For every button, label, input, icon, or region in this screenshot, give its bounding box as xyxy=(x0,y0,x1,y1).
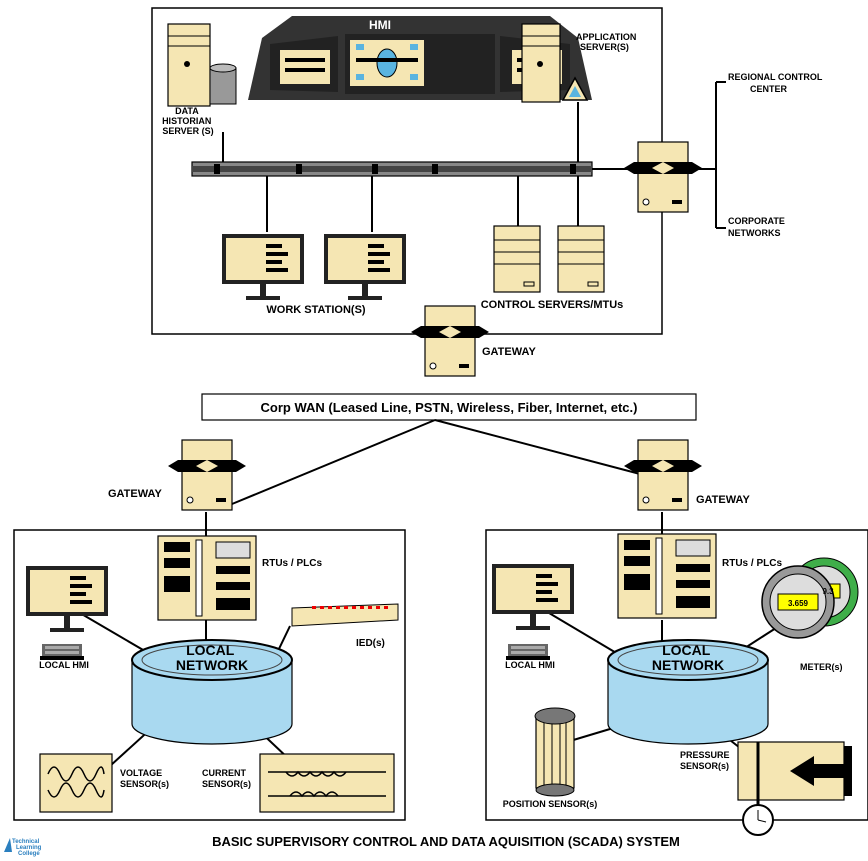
left-rtu-icon xyxy=(157,535,257,621)
workstation-monitor xyxy=(324,234,406,300)
meter-label: METER(s) xyxy=(800,662,843,672)
main-gateway-label: GATEWAY xyxy=(482,346,536,358)
application-server-label: APPLICATION SERVER(S) xyxy=(576,32,639,52)
data-historian-label: DATA HISTORIAN SERVER (S) xyxy=(162,106,214,136)
technical-learning-college-logo: Technical Learning College xyxy=(4,838,43,857)
work-stations-label: WORK STATION(S) xyxy=(266,304,366,316)
voltage-sensor-label: VOLTAGE SENSOR(s) xyxy=(120,768,169,789)
left-gateway-label: GATEWAY xyxy=(108,488,162,500)
corporate-networks-label: CORPORATE NETWORKS xyxy=(728,216,787,238)
right-rtu-icon xyxy=(617,533,717,619)
wan-links xyxy=(205,419,663,536)
meter-reading-secondary: 9.3 xyxy=(822,587,834,596)
left-gateway-icon xyxy=(167,439,247,511)
right-local-network-label: LOCAL NETWORK xyxy=(652,642,724,673)
corporate-gateway-icon xyxy=(623,141,703,213)
hmi-label: HMI xyxy=(369,18,391,32)
diagram-caption: BASIC SUPERVISORY CONTROL AND DATA AQUIS… xyxy=(212,834,680,849)
right-site-frame xyxy=(485,529,868,821)
wan-box xyxy=(201,393,697,421)
ied-icon xyxy=(291,603,399,627)
right-gateway-icon xyxy=(623,439,703,511)
hmi-console xyxy=(248,16,592,100)
control-servers-label: CONTROL SERVERS/MTUs xyxy=(481,299,624,311)
control-lan-bus xyxy=(191,161,593,177)
application-server-icon xyxy=(521,23,589,103)
right-gateway-label: GATEWAY xyxy=(696,494,750,506)
wan-label: Corp WAN (Leased Line, PSTN, Wireless, F… xyxy=(261,400,638,415)
meter-icon xyxy=(761,557,859,639)
left-keyboard-icon xyxy=(40,644,84,660)
voltage-sensor-icon xyxy=(39,753,113,813)
left-local-hmi-label: LOCAL HMI xyxy=(39,660,89,670)
current-sensor-icon xyxy=(259,753,395,813)
right-local-hmi-label: LOCAL HMI xyxy=(505,660,555,670)
meter-reading: 3.659 xyxy=(788,599,809,608)
left-site-frame xyxy=(13,529,406,821)
top-connectors xyxy=(222,81,726,232)
svg-text:Technical Learning: Technical Learning College xyxy=(12,839,43,857)
right-keyboard-icon xyxy=(506,644,550,660)
pressure-sensor-icon xyxy=(737,741,852,836)
main-gateway-icon xyxy=(410,305,490,377)
ied-label: IED(s) xyxy=(356,638,385,649)
pressure-sensor-label: PRESSURE SENSOR(s) xyxy=(680,750,732,771)
position-sensor-icon xyxy=(534,707,576,797)
control-server-tower xyxy=(493,225,541,293)
current-sensor-label: CURRENT SENSOR(s) xyxy=(202,768,251,789)
position-sensor-label: POSITION SENSOR(s) xyxy=(503,799,598,809)
workstation-monitor xyxy=(222,234,304,300)
data-historian-icon xyxy=(167,23,237,107)
control-server-tower xyxy=(557,225,605,293)
left-local-network-label: LOCAL NETWORK xyxy=(176,642,248,673)
left-rtu-label: RTUs / PLCs xyxy=(262,558,322,569)
right-rtu-label: RTUs / PLCs xyxy=(722,558,782,569)
regional-control-label: REGIONAL CONTROL CENTER xyxy=(728,72,825,94)
